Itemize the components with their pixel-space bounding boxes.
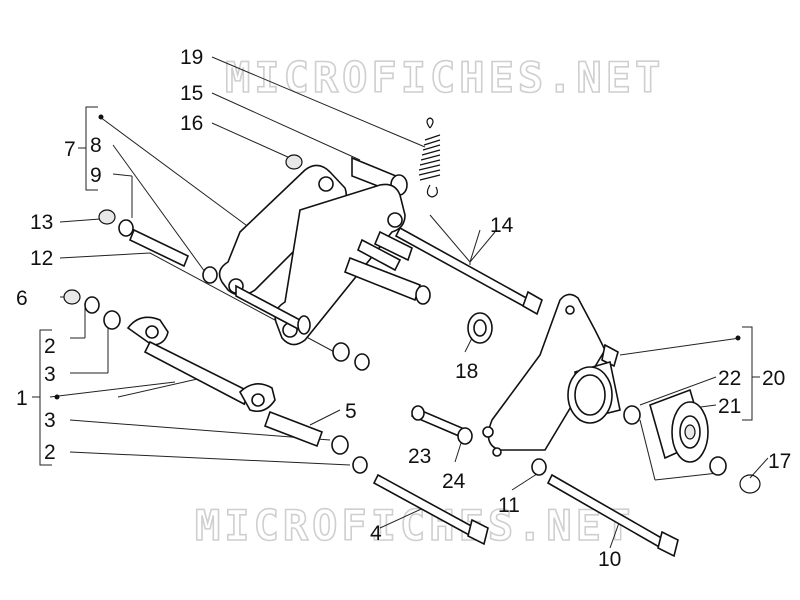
spring-part <box>418 117 441 198</box>
label-14: 14 <box>490 214 514 237</box>
bushing-18 <box>467 312 493 344</box>
label-8: 8 <box>90 134 102 157</box>
label-21: 21 <box>718 395 741 418</box>
label-3a: 3 <box>44 363 56 386</box>
spacer-5 <box>263 410 324 448</box>
label-9: 9 <box>90 164 102 187</box>
label-6: 6 <box>16 287 28 310</box>
watermark-top: MICROFICHES.NET <box>225 53 664 102</box>
label-18: 18 <box>455 360 478 383</box>
part-labels: 19 15 16 7 8 9 13 12 6 2 3 1 3 2 5 4 14 … <box>16 46 791 571</box>
dot-20 <box>735 335 741 341</box>
dot-1 <box>54 394 60 400</box>
label-15: 15 <box>180 82 203 105</box>
label-1: 1 <box>16 387 28 410</box>
label-16: 16 <box>180 112 203 135</box>
label-10: 10 <box>598 548 621 571</box>
shaft-12 <box>118 219 218 284</box>
bolt-23 <box>410 405 464 438</box>
washer-11 <box>531 458 547 476</box>
bushing-3a <box>103 310 121 330</box>
bushing-2b <box>352 456 368 474</box>
label-4: 4 <box>370 522 382 545</box>
dot-7 <box>98 114 104 120</box>
arm-1 <box>126 316 276 413</box>
label-2b: 2 <box>44 441 56 464</box>
silentblock-21 <box>649 388 709 463</box>
label-11: 11 <box>498 494 520 517</box>
label-5: 5 <box>345 400 357 423</box>
nut-13 <box>98 209 116 225</box>
linkage-arm <box>218 164 431 346</box>
bushing-3b <box>331 435 349 455</box>
bolt-4 <box>372 473 489 546</box>
nut-6 <box>63 289 81 305</box>
bracket-20 <box>742 326 760 421</box>
label-23: 23 <box>408 445 431 468</box>
bushing-22 <box>623 405 641 425</box>
watermark-bottom: MICROFICHES.NET <box>195 501 634 550</box>
label-12: 12 <box>30 247 53 270</box>
leader-lines <box>49 56 769 549</box>
bracket-1 <box>32 329 52 466</box>
circlip-17 <box>739 474 761 494</box>
nut-16 <box>285 154 303 170</box>
label-22: 22 <box>718 367 741 390</box>
label-17: 17 <box>768 450 791 473</box>
bushing-22b <box>709 456 727 476</box>
label-19: 19 <box>180 46 203 69</box>
bushing-12a <box>332 342 350 362</box>
bolt-10 <box>546 473 679 558</box>
label-20: 20 <box>762 367 785 390</box>
bracket-7 <box>78 106 98 191</box>
washer-24 <box>457 427 473 445</box>
damper-housing <box>567 360 621 424</box>
label-3b: 3 <box>44 409 56 432</box>
bushing-2a <box>84 296 100 314</box>
label-13: 13 <box>30 211 53 234</box>
label-24: 24 <box>442 470 466 493</box>
label-2a: 2 <box>44 335 56 358</box>
bushing-12b <box>354 353 370 371</box>
label-7: 7 <box>64 138 76 161</box>
bolt-14 <box>394 226 543 316</box>
bracket-plate <box>482 293 619 457</box>
